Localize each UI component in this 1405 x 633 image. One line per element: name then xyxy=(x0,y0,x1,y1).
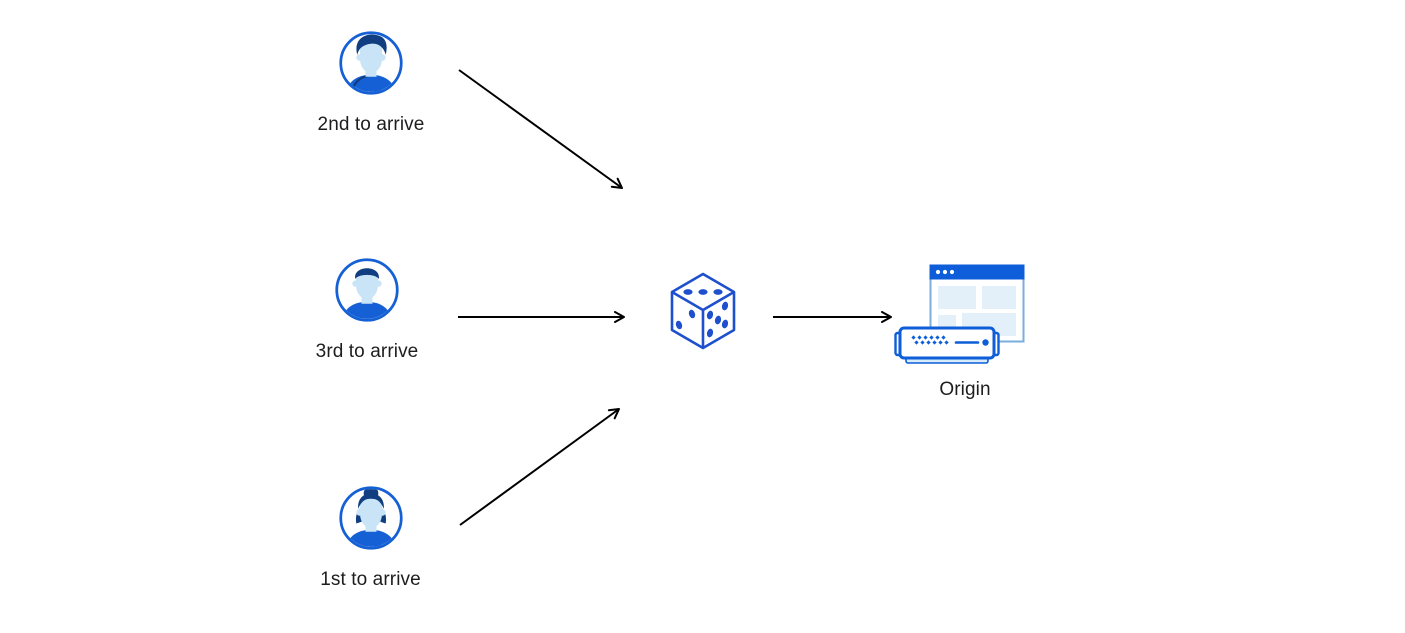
dice-icon xyxy=(670,272,736,350)
male-user-avatar-icon xyxy=(339,31,403,95)
node-user-top-label: 2nd to arrive xyxy=(317,114,425,135)
female-user-avatar-icon xyxy=(339,486,403,550)
arrow-user-bottom-to-dice xyxy=(459,408,620,526)
node-origin: Origin xyxy=(893,258,1033,400)
male-user-avatar-icon xyxy=(335,258,399,322)
node-user-top: 2nd to arrive xyxy=(318,30,424,135)
node-user-middle: 3rd to arrive xyxy=(316,257,418,362)
node-user-bottom: 1st to arrive xyxy=(320,485,421,590)
node-dice xyxy=(668,270,738,357)
node-user-middle-label: 3rd to arrive xyxy=(315,341,419,362)
node-user-bottom-label: 1st to arrive xyxy=(320,569,421,590)
node-origin-label: Origin xyxy=(939,379,991,400)
origin-server-browser-icon xyxy=(894,264,1025,364)
arrow-user-top-to-dice xyxy=(458,69,623,189)
